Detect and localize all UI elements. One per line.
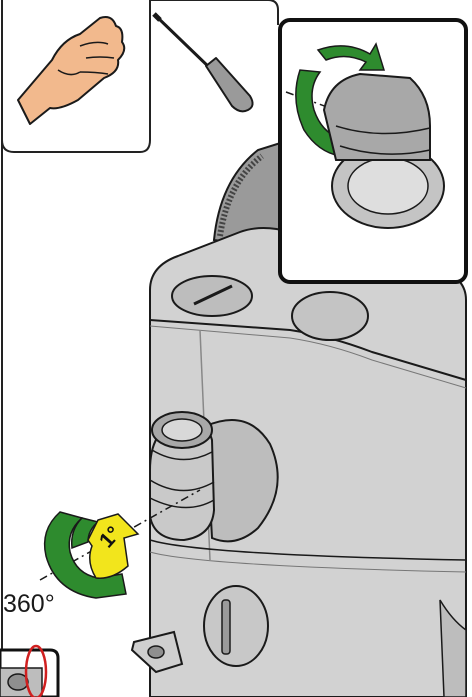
screwdriver-icon xyxy=(154,14,253,111)
hand-icon xyxy=(18,17,124,124)
rotation-full-label: 360° xyxy=(3,590,55,619)
bottom-detail-view xyxy=(0,646,58,697)
elbow-connector xyxy=(150,412,278,541)
rotation-arrow-icon xyxy=(45,512,138,598)
detail-inset xyxy=(280,20,466,282)
